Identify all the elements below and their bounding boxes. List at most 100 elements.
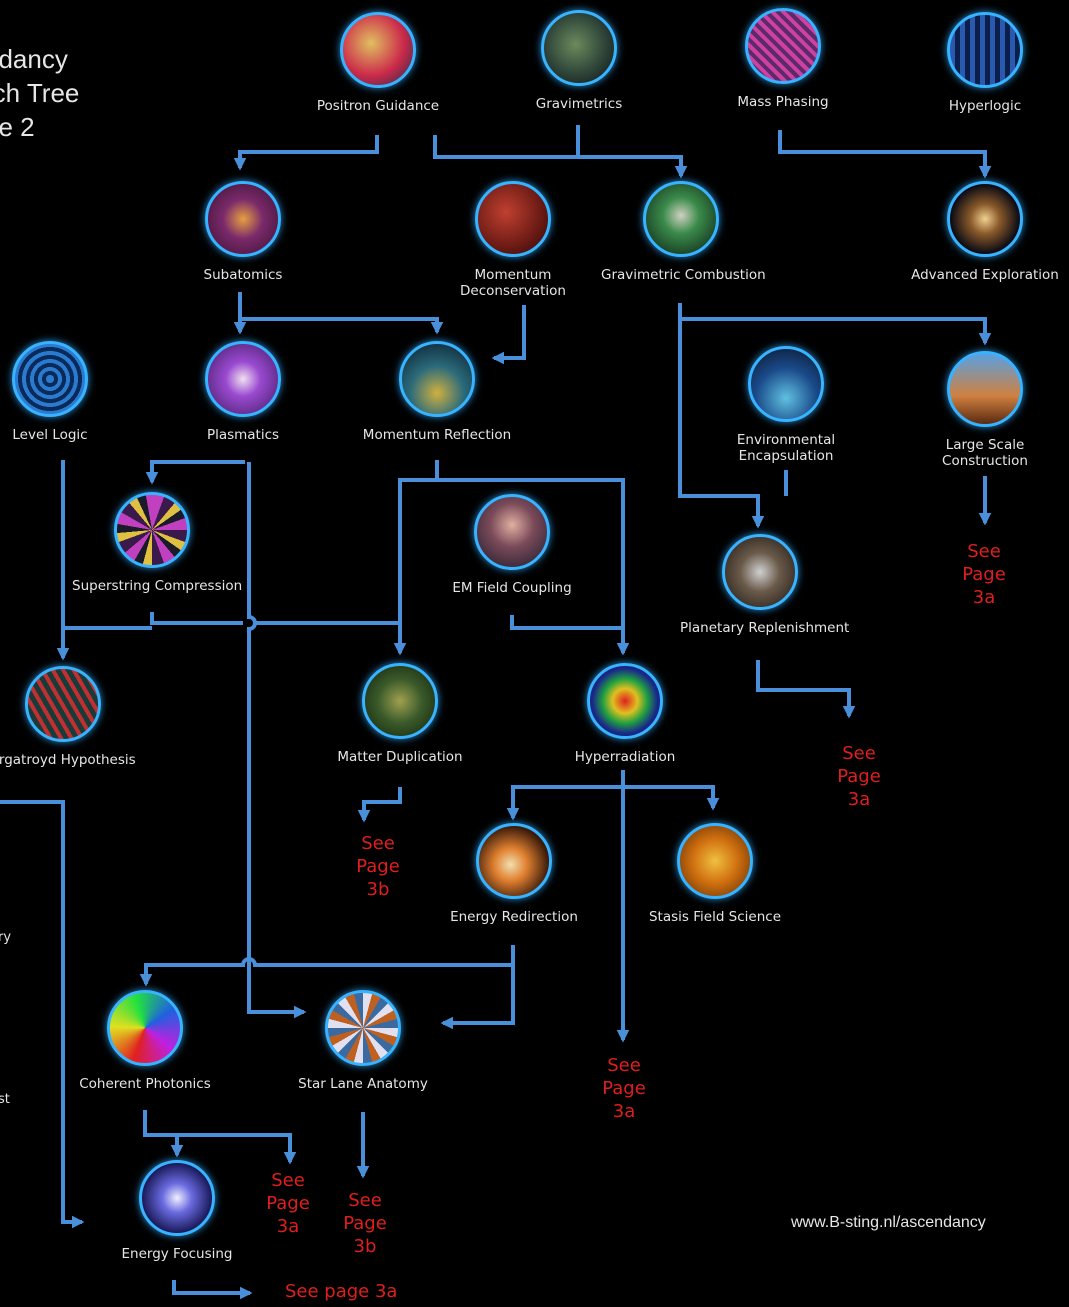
node-label: Momentum Deconservation xyxy=(460,267,566,299)
energy-focusing-icon xyxy=(139,1160,215,1236)
see-page-large-scale[interactable]: See Page 3a xyxy=(962,541,1006,608)
node-label: urgatroyd Hypothesis xyxy=(0,752,136,768)
hyperlogic-icon xyxy=(947,12,1023,88)
positron-guidance-icon xyxy=(340,12,416,88)
gravimetrics-icon xyxy=(541,10,617,86)
node-label: Stasis Field Science xyxy=(648,909,782,925)
node-star-lane-anatomy[interactable]: Star Lane Anatomy xyxy=(283,990,443,1092)
see-page-matter-duplication[interactable]: See Page 3b xyxy=(356,833,400,900)
page-title: ndancy rch Tree ge 2 xyxy=(0,42,79,144)
node-energy-focusing[interactable]: Energy Focusing xyxy=(97,1160,257,1262)
node-hyperradiation[interactable]: Hyperradiation xyxy=(545,663,705,765)
node-momentum-reflection[interactable]: Momentum Reflection xyxy=(357,341,517,443)
node-label: Star Lane Anatomy xyxy=(298,1076,428,1092)
edge-murgatroyd-bottom xyxy=(0,800,85,1229)
node-label: Coherent Photonics xyxy=(79,1076,211,1092)
node-label: Gravimetrics xyxy=(535,96,623,112)
gravimetric-combustion-icon xyxy=(643,181,719,257)
node-planetary-replenishment[interactable]: Planetary Replenishment xyxy=(680,534,850,636)
energy-redirection-icon xyxy=(476,823,552,899)
title-line-1: ndancy xyxy=(0,44,68,74)
em-field-coupling-icon xyxy=(474,494,550,570)
node-label: EM Field Coupling xyxy=(452,580,572,596)
see-page-star-lane[interactable]: See Page 3b xyxy=(343,1190,387,1257)
node-label: Superstring Compression xyxy=(72,578,243,594)
edge-subatomics-momrefl xyxy=(240,317,444,335)
node-level-logic[interactable]: Level Logic xyxy=(0,341,130,443)
node-label: Energy Redirection xyxy=(450,909,578,925)
node-large-scale-construction[interactable]: Large Scale Construction xyxy=(905,351,1065,469)
node-matter-duplication[interactable]: Matter Duplication xyxy=(320,663,480,765)
node-energy-redirection[interactable]: Energy Redirection xyxy=(434,823,594,925)
node-gravimetric-combustion[interactable]: Gravimetric Combustion xyxy=(601,181,766,283)
star-lane-anatomy-icon xyxy=(325,990,401,1066)
node-mass-phasing[interactable]: Mass Phasing xyxy=(703,8,863,110)
momentum-reflection-icon xyxy=(399,341,475,417)
left-edge-label-1: ry xyxy=(0,930,12,945)
node-label: Hyperradiation xyxy=(574,749,676,765)
edge-superstring-join xyxy=(150,612,400,653)
node-label: Planetary Replenishment xyxy=(680,620,850,636)
node-coherent-photonics[interactable]: Coherent Photonics xyxy=(65,990,225,1092)
node-label: Hyperlogic xyxy=(948,98,1022,114)
node-plasmatics[interactable]: Plasmatics xyxy=(163,341,323,443)
level-logic-icon xyxy=(12,341,88,417)
website-url: www.B-sting.nl/ascendancy xyxy=(791,1214,986,1231)
edge-matterdup-seepage xyxy=(357,787,402,823)
node-environmental-encapsulation[interactable]: Environmental Encapsulation xyxy=(706,346,866,464)
node-momentum-deconservation[interactable]: Momentum Deconservation xyxy=(433,181,593,299)
edge-hyperrad-split xyxy=(511,785,720,811)
node-subatomics[interactable]: Subatomics xyxy=(163,181,323,283)
node-label: Momentum Reflection xyxy=(362,427,512,443)
see-page-planetary[interactable]: See Page 3a xyxy=(837,743,881,810)
edge-coherent-focus xyxy=(143,1110,297,1165)
edge-plasmatics-superstring xyxy=(145,460,245,485)
mass-phasing-icon xyxy=(745,8,821,84)
murgatroyd-hypothesis-icon xyxy=(25,666,101,742)
advanced-exploration-icon xyxy=(947,181,1023,257)
plasmatics-icon xyxy=(205,341,281,417)
planetary-replenishment-icon xyxy=(722,534,798,610)
see-page-coherent[interactable]: See Page 3a xyxy=(266,1170,310,1237)
node-label: Mass Phasing xyxy=(737,94,829,110)
see-page-energy-focusing[interactable]: See page 3a xyxy=(285,1281,398,1302)
node-advanced-exploration[interactable]: Advanced Exploration xyxy=(905,181,1065,283)
matter-duplication-icon xyxy=(362,663,438,739)
node-superstring-compression[interactable]: Superstring Compression xyxy=(72,492,243,594)
large-scale-construction-icon xyxy=(947,351,1023,427)
edge-momrefl-split xyxy=(398,460,439,623)
edge-plasmatics-trunk xyxy=(247,462,307,1019)
hyperradiation-icon xyxy=(587,663,663,739)
node-stasis-field-science[interactable]: Stasis Field Science xyxy=(635,823,795,925)
coherent-photonics-icon xyxy=(107,990,183,1066)
edge-gravcomb-planetary xyxy=(678,319,765,529)
node-em-field-coupling[interactable]: EM Field Coupling xyxy=(432,494,592,596)
edge-momdecon-momrefl xyxy=(491,305,526,365)
edge-momrefl-hyperrad xyxy=(437,478,630,656)
edge-gravcomb-advtrunk xyxy=(678,303,992,346)
node-label: Gravimetric Combustion xyxy=(601,267,766,283)
title-line-2: rch Tree xyxy=(0,78,80,108)
node-gravimetrics[interactable]: Gravimetrics xyxy=(499,10,659,112)
stasis-field-science-icon xyxy=(677,823,753,899)
edge-energyredir-trunk xyxy=(139,945,515,987)
edge-planetary-seepage xyxy=(756,660,856,719)
edge-energyredir-starlane xyxy=(440,965,515,1030)
node-label: Advanced Exploration xyxy=(911,267,1059,283)
node-hyperlogic[interactable]: Hyperlogic xyxy=(905,12,1065,114)
node-label: Subatomics xyxy=(203,267,283,283)
node-label: Level Logic xyxy=(12,427,88,443)
node-positron-guidance[interactable]: Positron Guidance xyxy=(298,12,458,114)
node-label: Energy Focusing xyxy=(121,1246,233,1262)
subatomics-icon xyxy=(205,181,281,257)
node-label: Matter Duplication xyxy=(337,749,463,765)
node-label: Positron Guidance xyxy=(316,98,440,114)
node-label: Environmental Encapsulation xyxy=(736,432,836,464)
edge-energyfocus-seepage xyxy=(172,1280,253,1300)
edge-emfield-hyperrad xyxy=(510,615,623,630)
edge-positron-subatomics xyxy=(233,135,379,171)
node-murgatroyd-hypothesis[interactable]: urgatroyd Hypothesis xyxy=(0,666,143,768)
see-page-hyperradiation[interactable]: See Page 3a xyxy=(602,1055,646,1122)
